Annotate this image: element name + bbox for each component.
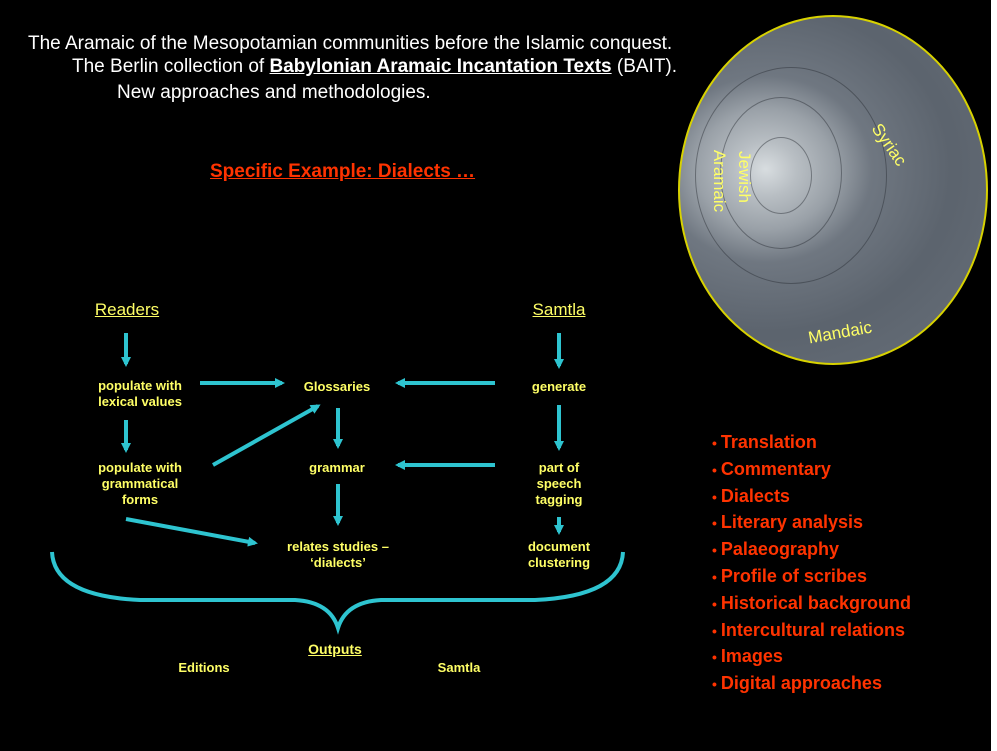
incantation-bowl-image: Syriac Jewish Aramaic Mandaic (678, 15, 988, 365)
topic-item: •Commentary (712, 458, 831, 479)
pos-tagging-node: part of speech tagging (535, 460, 583, 507)
populate-lexical-node: populate with lexical values (98, 378, 182, 409)
bowl-ring (695, 67, 887, 284)
arrow-grammatical-to-glossaries (212, 404, 321, 467)
bowl-label-jewish: Jewish (734, 151, 754, 203)
topic-item: •Digital approaches (712, 673, 882, 694)
grammar-node: grammar (309, 460, 365, 475)
readers-heading: Readers (94, 300, 160, 319)
header-line-1: The Aramaic of the Mesopotamian communit… (28, 33, 673, 54)
editions-output: Editions (178, 660, 230, 675)
topic-item: •Historical background (712, 592, 911, 613)
topic-item: •Translation (712, 432, 817, 452)
topic-item: •Intercultural relations (712, 619, 905, 640)
populate-grammatical-node: populate with grammatical forms (98, 460, 182, 507)
bowl-ring (750, 137, 812, 214)
topic-item: •Palaeography (712, 539, 839, 560)
relates-studies-node: relates studies – ‘dialects’ (287, 539, 389, 570)
outputs-heading: Outputs (308, 641, 362, 657)
glossaries-node: Glossaries (303, 379, 371, 394)
topic-item: •Dialects (712, 485, 790, 506)
bait-title: Babylonian Aramaic Incantation Texts (269, 56, 612, 77)
header-line-2: The Berlin collection of Babylonian Aram… (72, 56, 677, 78)
samtla-heading: Samtla (532, 300, 586, 319)
topic-item: •Images (712, 646, 783, 667)
header-line-3: New approaches and methodologies. (117, 82, 431, 103)
header-line-2-prefix: The Berlin collection of (72, 56, 270, 77)
topic-item: •Literary analysis (712, 512, 863, 533)
samtla-output: Samtla (437, 660, 481, 675)
bowl-label-mandaic: Mandaic (806, 317, 874, 348)
document-clustering-node: document clustering (527, 539, 591, 570)
outputs-brace (50, 551, 625, 635)
topics-list: •Translation •Commentary •Dialects •Lite… (712, 430, 911, 698)
bowl-label-aramaic: Aramaic (710, 149, 730, 213)
subtitle: Specific Example: Dialects … (210, 161, 476, 182)
arrow-grammatical-to-relates (125, 517, 258, 547)
generate-node: generate (531, 379, 587, 394)
topic-item: •Profile of scribes (712, 565, 867, 586)
header-line-2-suffix: (BAIT). (611, 56, 678, 77)
